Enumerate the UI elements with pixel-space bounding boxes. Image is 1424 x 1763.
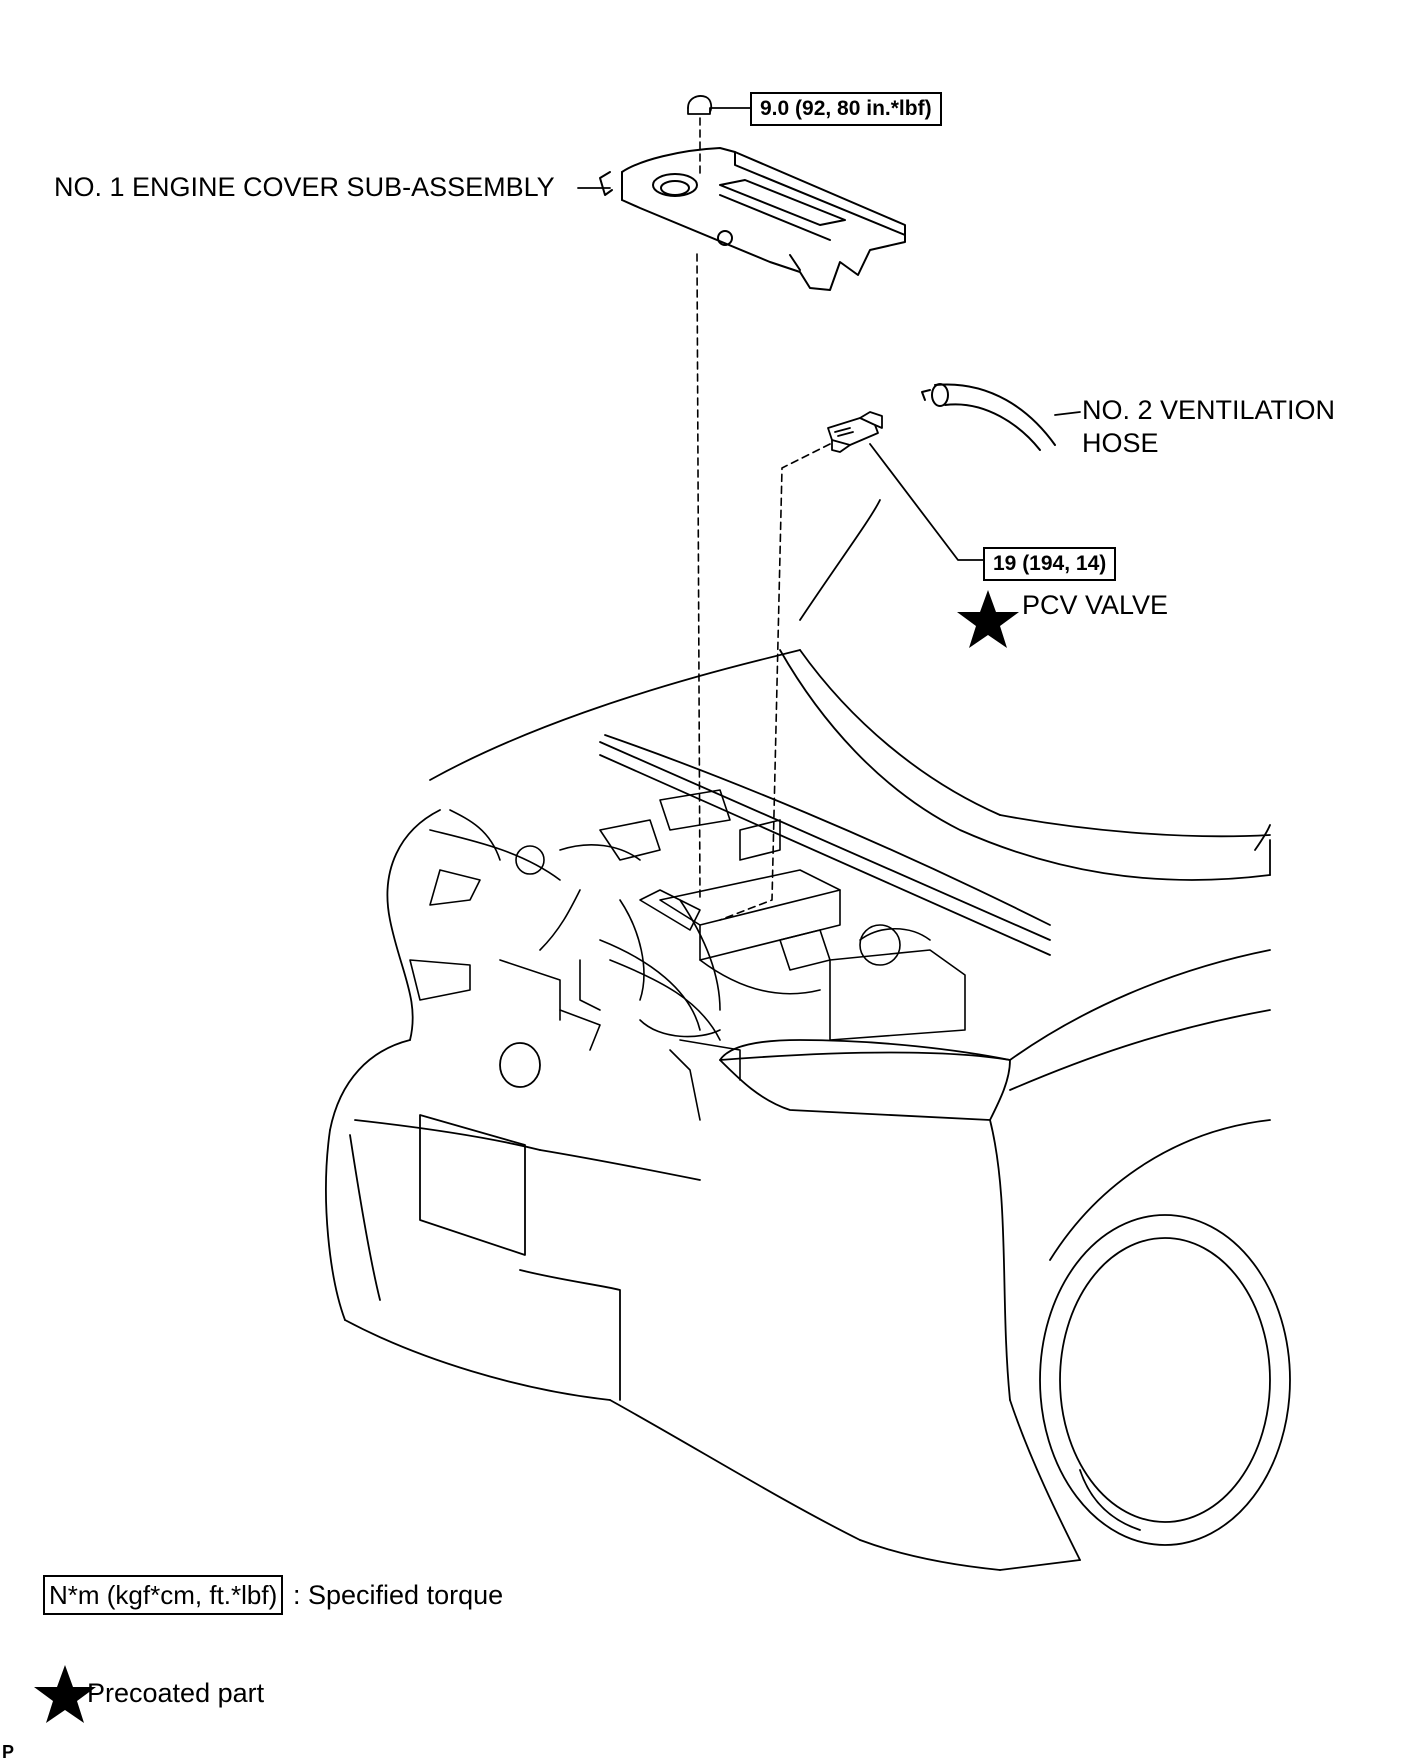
star-icon [957,590,1019,648]
pcv-valve-label: PCV VALVE [1022,590,1169,620]
star-icon [34,590,1019,1723]
legend-torque-unit-box: N*m (kgf*cm, ft.*lbf) [43,1575,284,1615]
engine-bay [409,789,966,1121]
legend-precoated-description: Precoated part [87,1678,265,1708]
ventilation-hose-label-line2: HOSE [1082,428,1159,458]
cover-nut-part [687,95,713,115]
leader-lines [577,107,1081,561]
legend-torque-description: : Specified torque [293,1580,504,1610]
engine-cover-label: NO. 1 ENGINE COVER SUB-ASSEMBLY [54,172,555,202]
cover-nut-torque-box: 9.0 (92, 80 in.*lbf) [750,92,942,126]
pcv-valve-torque-box: 19 (194, 14) [983,547,1117,581]
engine-cover-part [599,147,906,291]
pcv-valve-part [827,411,883,453]
ventilation-hose-label-line1: NO. 2 VENTILATION [1082,395,1336,425]
installation-lines [696,117,831,921]
star-icon [34,1665,96,1723]
corner-code: P [2,1742,15,1762]
vehicle-outline [325,499,1291,1571]
ventilation-hose-part [921,383,1056,451]
